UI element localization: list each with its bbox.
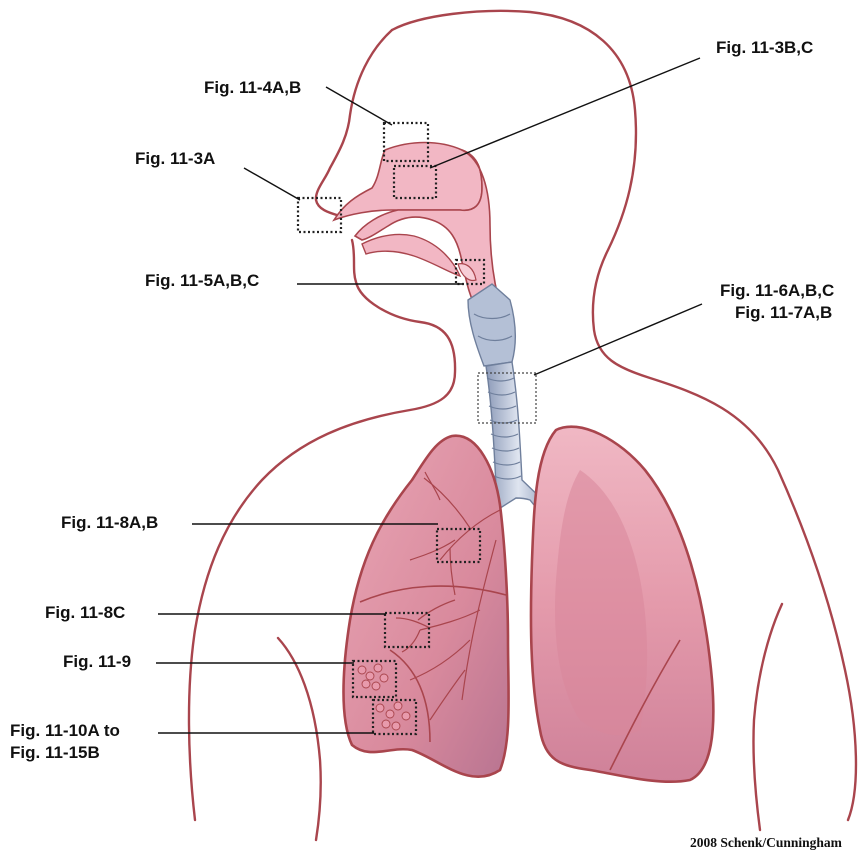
label-fig-11-3a: Fig. 11-3A bbox=[135, 148, 215, 169]
leader-fig-11-4ab bbox=[326, 87, 392, 125]
tongue-palate bbox=[362, 234, 460, 276]
body-outline bbox=[189, 11, 856, 840]
label-fig-11-6abc: Fig. 11-6A,B,C bbox=[720, 280, 834, 301]
label-fig-11-8ab: Fig. 11-8A,B bbox=[61, 512, 158, 533]
right-lung bbox=[344, 436, 509, 777]
label-fig-11-3bc: Fig. 11-3B,C bbox=[716, 37, 813, 58]
right-lung-shape bbox=[344, 436, 509, 777]
leader-fig-11-3bc bbox=[430, 58, 700, 168]
nasal-cavity bbox=[334, 143, 482, 221]
left-lung bbox=[531, 427, 713, 782]
copyright-credit: 2008 Schenk/Cunningham bbox=[690, 835, 842, 851]
label-fig-11-10a-line2: Fig. 11-15B bbox=[10, 742, 100, 763]
label-fig-11-5abc: Fig. 11-5A,B,C bbox=[145, 270, 259, 291]
larynx bbox=[468, 284, 515, 366]
label-fig-11-10a-line1: Fig. 11-10A to bbox=[10, 720, 120, 741]
leader-fig-11-3a bbox=[244, 168, 300, 200]
label-fig-11-4ab: Fig. 11-4A,B bbox=[204, 77, 301, 98]
label-fig-11-9: Fig. 11-9 bbox=[63, 651, 131, 672]
label-fig-11-8c: Fig. 11-8C bbox=[45, 602, 125, 623]
label-fig-11-7ab: Fig. 11-7A,B bbox=[735, 302, 832, 323]
